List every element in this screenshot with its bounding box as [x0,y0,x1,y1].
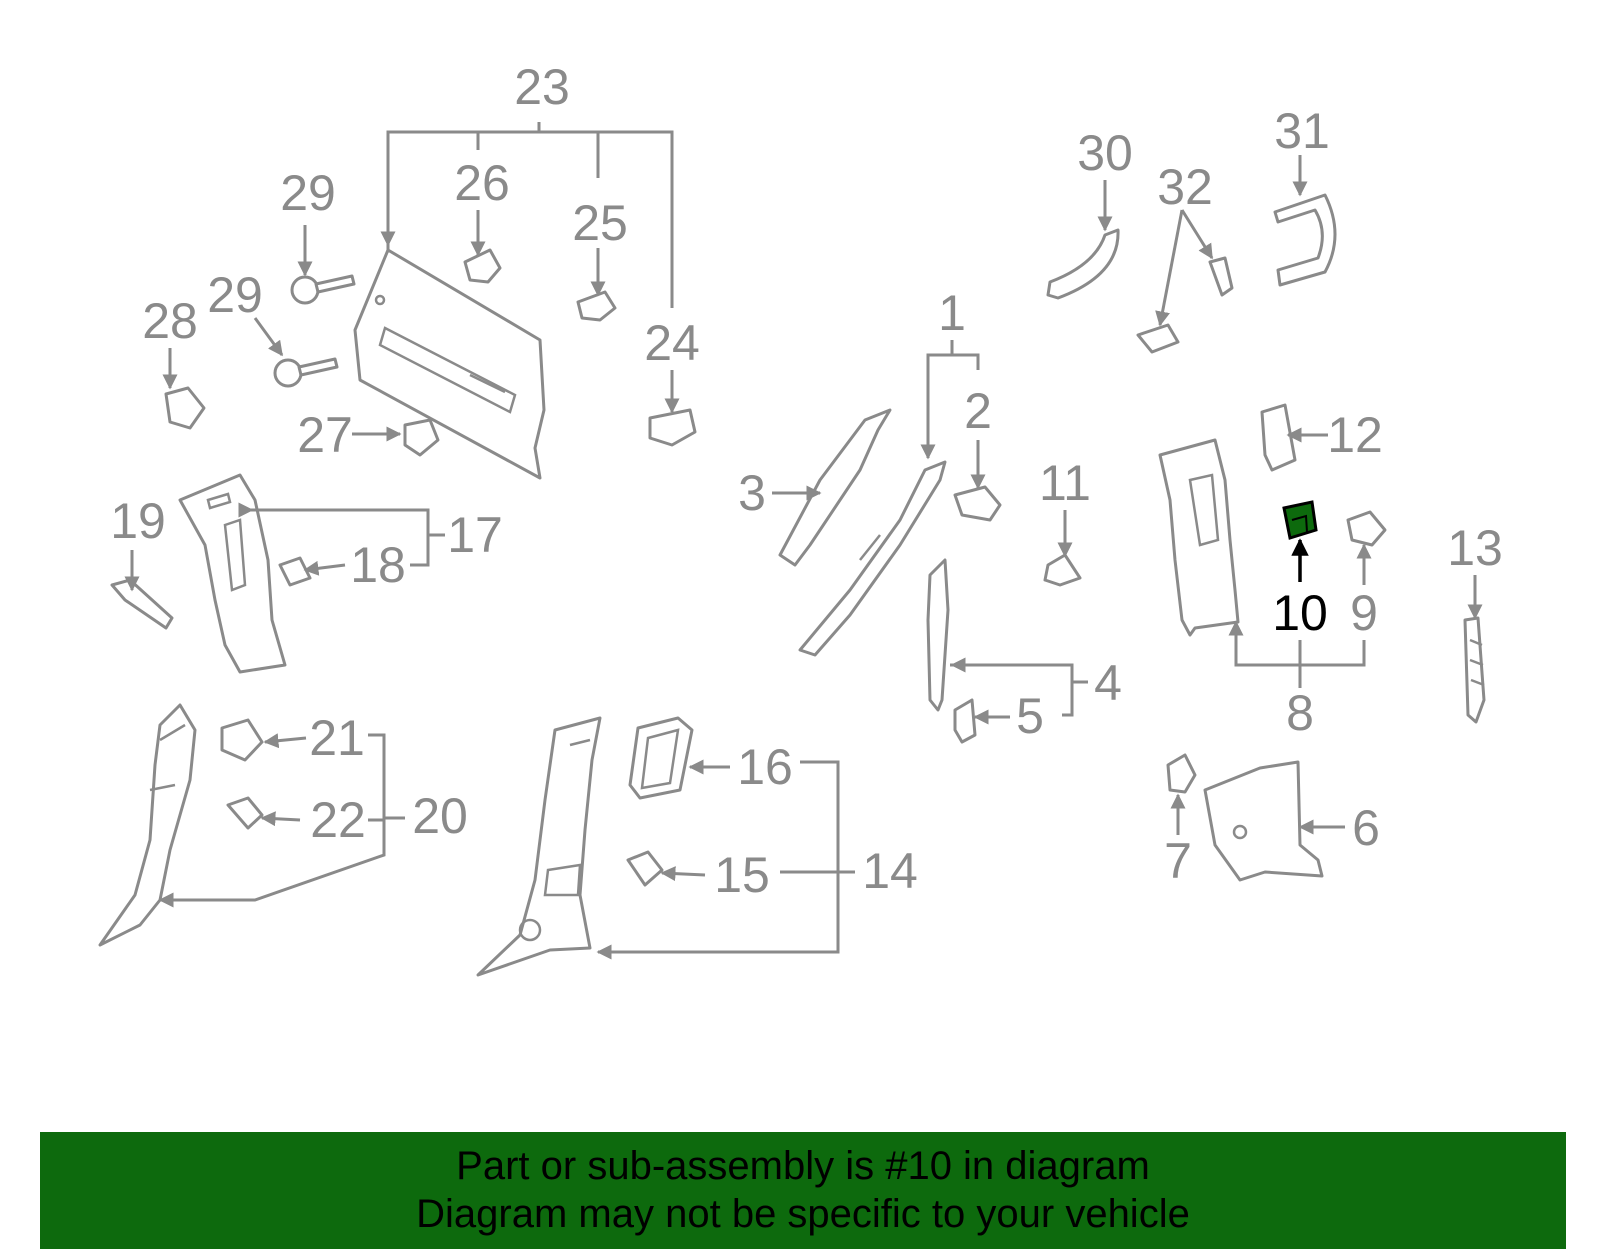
part-23-quarter-trim-panel [353,248,546,480]
part-32-hook-lower [1136,323,1180,354]
info-banner: Part or sub-assembly is #10 in diagram D… [40,1132,1566,1249]
part-21-clip [220,718,264,762]
part-32-hook-upper [1208,256,1234,297]
part-27-clip [403,418,440,457]
part-12-handle [1260,403,1297,472]
part-30-assist-grip [1046,228,1120,300]
callout-16: 16 [737,739,793,795]
part-31-assist-grip [1273,193,1337,287]
part-2-clip [953,485,1002,522]
part-24-clip [648,408,697,447]
callout-31: 31 [1274,103,1330,159]
part-19-pin [110,578,174,630]
callout-14: 14 [862,843,918,899]
part-29-screw-upper [290,274,356,305]
callout-15: 15 [714,847,770,903]
callout-23: 23 [514,59,570,115]
callout-4: 4 [1094,655,1122,711]
callout-13: 13 [1447,520,1503,576]
part-20-pillar-trim-lower [98,703,197,947]
part-25-clip [576,290,617,322]
callout-27: 27 [297,407,353,463]
part-9-clip [1346,510,1387,547]
callout-19: 19 [110,493,166,549]
callout-3: 3 [738,465,766,521]
part-15-clip [626,850,664,887]
banner-line-part-number: Part or sub-assembly is #10 in diagram [456,1144,1150,1188]
callout-29-lower: 29 [207,267,263,323]
callout-25: 25 [572,195,628,251]
callout-12: 12 [1327,407,1383,463]
part-4-weatherstrip [926,558,950,712]
callout-28: 28 [142,293,198,349]
part-26-clip [463,248,502,284]
banner-line-disclaimer: Diagram may not be specific to your vehi… [416,1192,1190,1236]
leader-lines [124,122,1483,960]
callout-5: 5 [1016,688,1044,744]
callout-29-upper: 29 [280,165,336,221]
callout-6: 6 [1352,800,1380,856]
callout-32: 32 [1157,159,1213,215]
part-16-vent [628,716,694,800]
callout-24: 24 [644,315,700,371]
callout-8: 8 [1286,685,1314,741]
part-1-pillar-trim [798,460,947,657]
part-28-clip [164,386,206,430]
part-10-clip-highlighted [1282,500,1318,540]
callout-10-highlighted: 10 [1272,585,1328,641]
callout-20: 20 [412,788,468,844]
callout-labels: 1 2 3 4 5 6 7 8 9 10 11 12 13 14 15 16 1… [110,59,1503,903]
part-18-clip [278,556,312,587]
callout-11: 11 [1039,455,1091,511]
part-14-pillar-trim [476,716,602,977]
part-3-pillar-trim [778,408,892,567]
part-6-trim-panel [1203,760,1324,882]
part-11-clip [1043,553,1082,587]
callout-30: 30 [1077,125,1133,181]
part-8-pillar-trim [1158,438,1240,637]
callout-21: 21 [309,710,365,766]
part-5-clip [953,698,977,744]
part-13-weatherstrip [1463,616,1486,724]
callout-18: 18 [350,537,406,593]
callout-1: 1 [938,285,966,341]
part-17-pillar-trim [178,473,287,674]
callout-17: 17 [447,507,503,563]
callout-26: 26 [454,155,510,211]
callout-2: 2 [964,383,992,439]
part-22-clip [226,796,264,830]
part-7-clip [1166,753,1197,794]
callout-9: 9 [1350,585,1378,641]
part-29-screw-lower [273,357,339,388]
callout-22: 22 [310,792,366,848]
callout-7: 7 [1164,833,1192,889]
